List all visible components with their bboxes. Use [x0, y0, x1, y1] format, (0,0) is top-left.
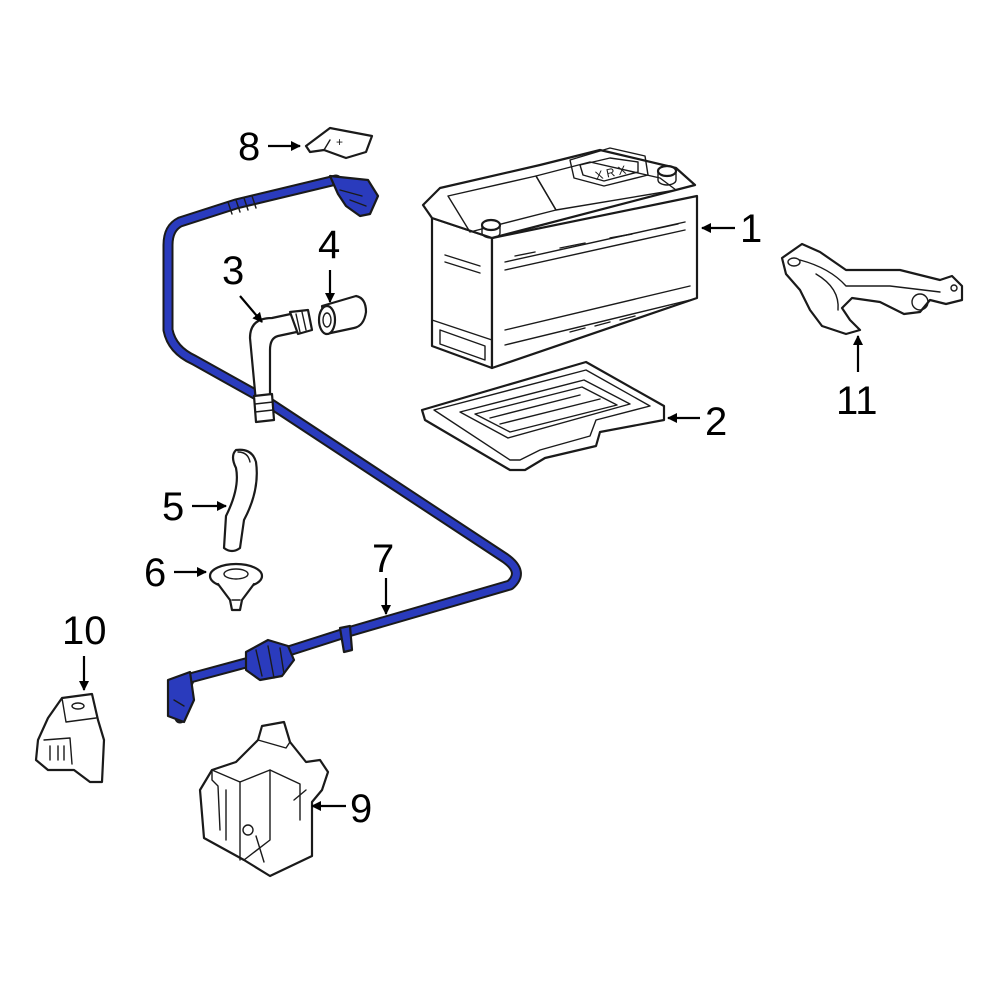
callout-9: 9	[350, 787, 372, 831]
svg-text:+: +	[336, 135, 343, 149]
battery[interactable]: X R X	[421, 147, 699, 370]
grommet[interactable]	[208, 562, 264, 612]
drain-hose[interactable]	[222, 448, 258, 553]
terminal-cover[interactable]: +	[304, 126, 374, 160]
callout-3: 3	[222, 249, 244, 293]
callout-5: 5	[162, 485, 184, 529]
battery-tray[interactable]	[420, 360, 666, 472]
svg-text:X R X: X R X	[594, 163, 628, 183]
callout-4: 4	[318, 223, 340, 267]
vent-elbow-hose[interactable]	[248, 308, 314, 424]
callout-7: 7	[372, 537, 394, 581]
vent-plug[interactable]	[317, 294, 368, 336]
hold-down-bracket[interactable]	[780, 242, 964, 336]
positive-cable[interactable]	[162, 174, 522, 724]
callout-8: 8	[238, 125, 260, 169]
callout-11: 11	[836, 379, 878, 423]
leader-line-3	[239, 295, 263, 323]
callout-2: 2	[705, 400, 727, 444]
fuse-box[interactable]	[198, 720, 330, 878]
junction-block[interactable]	[34, 692, 106, 784]
callout-10: 10	[62, 609, 107, 653]
callout-1: 1	[740, 207, 762, 251]
callout-6: 6	[144, 551, 166, 595]
